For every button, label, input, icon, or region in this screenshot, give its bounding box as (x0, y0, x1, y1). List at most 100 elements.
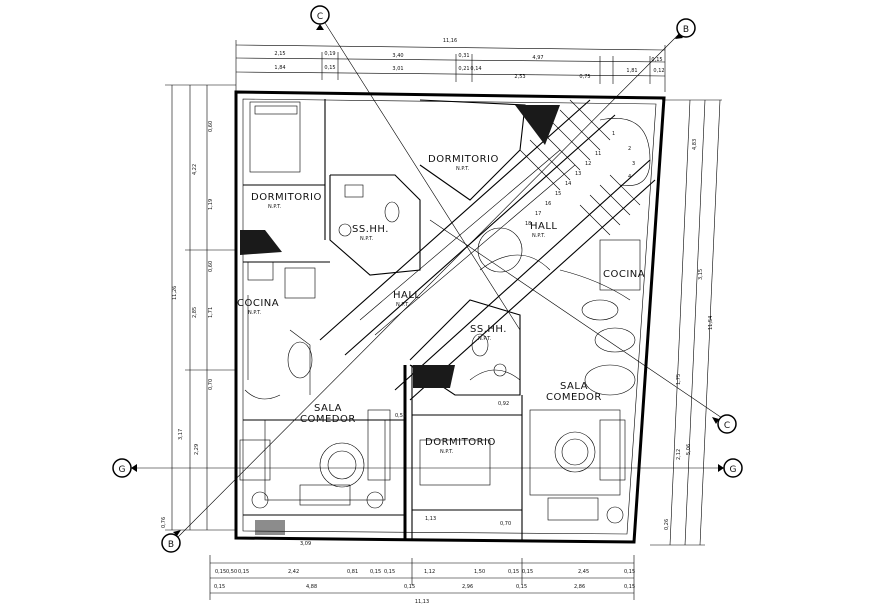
svg-text:3,01: 3,01 (392, 66, 403, 72)
svg-text:2,29: 2,29 (194, 444, 200, 455)
svg-text:0,15: 0,15 (384, 569, 395, 575)
svg-text:C: C (724, 421, 730, 431)
svg-text:13: 13 (575, 171, 581, 177)
dimensions-bottom: 0,15 0,50 0,15 2,42 0,81 0,15 0,15 1,12 … (209, 555, 635, 605)
axis-marker-top-left: C (310, 5, 330, 30)
svg-text:0,15: 0,15 (651, 57, 662, 63)
room-label-comedor-right: COMEDOR (546, 392, 602, 403)
hatched-areas (240, 105, 560, 535)
room-label-sshh-center: SS.HH. (470, 324, 507, 335)
room-label-sala-left: SALA (314, 403, 342, 414)
room-label-comedor-left: COMEDOR (300, 414, 356, 425)
room-label-dormitorio-top: DORMITORIO (428, 154, 499, 165)
svg-text:0,19: 0,19 (324, 51, 335, 57)
axis-marker-right-mid: C (712, 414, 737, 434)
axis-marker-top-right: B (675, 18, 696, 39)
svg-text:4: 4 (628, 174, 631, 180)
svg-text:4,88: 4,88 (306, 584, 317, 590)
axis-lines (122, 14, 735, 541)
svg-text:18: 18 (525, 221, 531, 227)
svg-text:0,81: 0,81 (347, 569, 358, 575)
dimensions-right: 11,54 4,83 5,06 3,15 1,75 2,12 0,26 (650, 99, 722, 546)
svg-text:2,53: 2,53 (514, 74, 525, 80)
svg-text:0,70: 0,70 (500, 521, 511, 527)
svg-text:0,12: 0,12 (653, 68, 664, 74)
room-label-hall-right: HALL (530, 221, 558, 232)
svg-text:0,15: 0,15 (508, 569, 519, 575)
svg-text:11,26: 11,26 (172, 286, 178, 300)
svg-text:15: 15 (555, 191, 561, 197)
svg-text:N.P.T.: N.P.T. (268, 204, 282, 210)
svg-text:0,50: 0,50 (226, 569, 237, 575)
svg-text:0,52: 0,52 (395, 413, 406, 419)
svg-text:3,09: 3,09 (300, 541, 311, 547)
axis-marker-bottom-left: B (161, 530, 181, 553)
outer-walls (234, 90, 666, 544)
room-labels: DORMITORIO N.P.T. DORMITORIO N.P.T. SS.H… (237, 154, 645, 455)
svg-text:3: 3 (632, 161, 635, 167)
svg-text:0,15: 0,15 (370, 569, 381, 575)
diagonal-band (319, 99, 656, 401)
svg-text:0,75: 0,75 (579, 74, 590, 80)
svg-text:0,31: 0,31 (458, 53, 469, 59)
dimensions-left: 11,26 4,22 0,60 1,19 0,60 2,85 1,71 0,70… (161, 84, 236, 531)
interior-walls (239, 99, 641, 540)
svg-text:0,26: 0,26 (664, 519, 670, 530)
svg-text:2,15: 2,15 (274, 51, 285, 57)
svg-text:5,06: 5,06 (686, 444, 692, 455)
room-label-dormitorio-bottom: DORMITORIO (425, 437, 496, 448)
svg-text:0,21: 0,21 (458, 66, 469, 72)
svg-text:1,13: 1,13 (425, 516, 436, 522)
room-label-cocina-right: COCINA (603, 269, 645, 280)
svg-text:2: 2 (628, 146, 631, 152)
svg-text:11: 11 (595, 151, 601, 157)
svg-text:12: 12 (585, 161, 591, 167)
svg-text:2,12: 2,12 (676, 449, 682, 460)
svg-text:N.P.T.: N.P.T. (440, 449, 454, 455)
svg-text:B: B (168, 540, 174, 550)
svg-text:1,12: 1,12 (424, 569, 435, 575)
svg-text:2,86: 2,86 (574, 584, 585, 590)
svg-text:G: G (730, 465, 737, 475)
svg-text:1,84: 1,84 (274, 65, 285, 71)
svg-text:0,70: 0,70 (208, 379, 214, 390)
svg-text:B: B (683, 25, 689, 35)
svg-text:N.P.T.: N.P.T. (532, 233, 546, 239)
room-label-hall-center: HALL (393, 290, 421, 301)
stairs: 11 12 13 14 15 16 17 18 1 2 3 4 (519, 99, 651, 236)
svg-text:4,83: 4,83 (692, 139, 698, 150)
axis-marker-right-axis: G (718, 458, 743, 478)
svg-text:1,50: 1,50 (474, 569, 485, 575)
room-label-cocina-left: COCINA (237, 298, 279, 309)
interior-dimensions: 3,09 1,13 0,92 0,70 0,52 (300, 401, 511, 547)
svg-text:2,96: 2,96 (462, 584, 473, 590)
axis-marker-left-mid: G (112, 458, 137, 478)
svg-text:3,40: 3,40 (392, 53, 403, 59)
svg-text:0,15: 0,15 (522, 569, 533, 575)
svg-text:N.P.T.: N.P.T. (360, 236, 374, 242)
dimensions-top: 11,16 2,15 0,19 3,40 0,31 4,97 0,15 1,84… (235, 38, 666, 92)
svg-text:0,15: 0,15 (624, 584, 635, 590)
svg-text:1,19: 1,19 (208, 199, 214, 210)
svg-text:0,15: 0,15 (624, 569, 635, 575)
svg-text:1,71: 1,71 (208, 307, 214, 318)
svg-text:2,42: 2,42 (288, 569, 299, 575)
svg-text:0,76: 0,76 (161, 517, 167, 528)
svg-text:16: 16 (545, 201, 551, 207)
svg-text:4,22: 4,22 (192, 164, 198, 175)
svg-text:0,15: 0,15 (238, 569, 249, 575)
svg-text:N.P.T.: N.P.T. (248, 310, 262, 316)
svg-text:N.P.T.: N.P.T. (456, 166, 470, 172)
room-label-dormitorio-top-left: DORMITORIO (251, 192, 322, 203)
svg-text:0,15: 0,15 (214, 584, 225, 590)
svg-text:17: 17 (535, 211, 541, 217)
svg-text:0,15: 0,15 (516, 584, 527, 590)
svg-text:0,92: 0,92 (498, 401, 509, 407)
room-label-sshh-top: SS.HH. (352, 224, 389, 235)
svg-text:11,54: 11,54 (708, 316, 714, 330)
svg-text:0,60: 0,60 (208, 121, 214, 132)
svg-text:G: G (119, 465, 126, 475)
svg-text:0,15: 0,15 (404, 584, 415, 590)
svg-text:1: 1 (612, 131, 615, 137)
svg-text:2,85: 2,85 (192, 307, 198, 318)
